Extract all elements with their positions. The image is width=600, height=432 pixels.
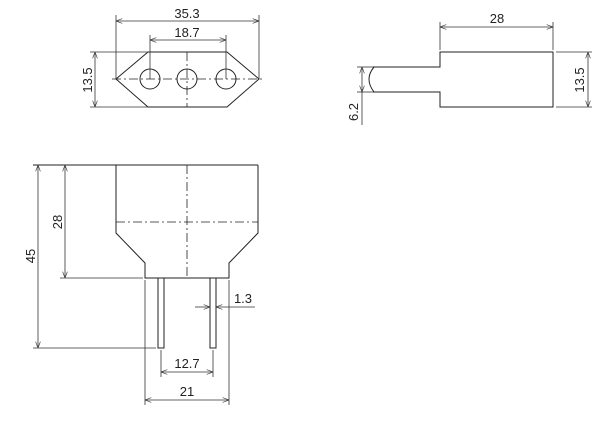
side-view: 28 13.5 6.2 — [346, 11, 592, 125]
dimension-label: 13.5 — [572, 67, 587, 92]
dimension-label: 21 — [180, 384, 194, 399]
dimension-label: 1.3 — [234, 291, 252, 306]
front-view: 45 28 1.3 12.7 21 — [23, 164, 259, 405]
dimension-label: 28 — [490, 11, 504, 26]
plug-outline-front — [115, 165, 259, 279]
dimension-label: 35.3 — [174, 6, 199, 21]
dimension-label: 18.7 — [174, 25, 199, 40]
dimension-label: 12.7 — [174, 356, 199, 371]
plug-outline-side — [373, 51, 554, 108]
dimension-label: 6.2 — [346, 103, 361, 121]
pin-left — [157, 277, 165, 349]
pin-tip — [368, 66, 375, 93]
top-view: 35.3 18.7 13.5 — [80, 6, 263, 108]
dimension-label: 45 — [23, 249, 38, 263]
dimension-label: 28 — [50, 215, 65, 229]
pin-right — [209, 277, 217, 349]
pin-hole-center — [176, 68, 198, 90]
plug-outline-top — [115, 51, 260, 108]
dimension-label: 13.5 — [80, 67, 95, 92]
